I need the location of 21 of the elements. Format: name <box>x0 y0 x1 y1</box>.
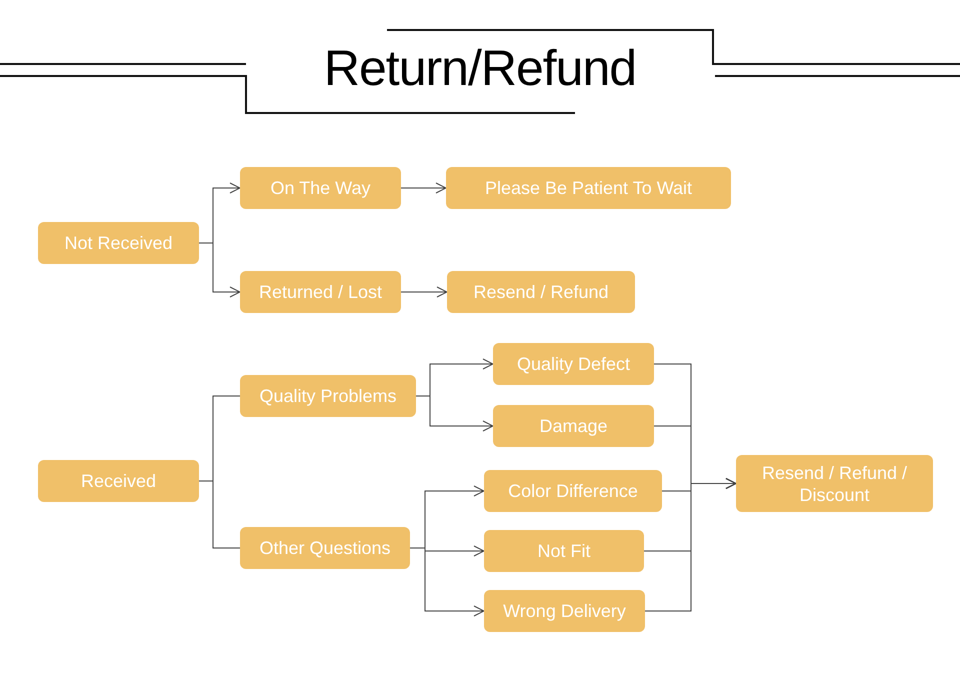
connector-arrow <box>400 286 448 298</box>
title: Return/Refund <box>322 39 638 98</box>
connector-arrow <box>400 182 446 194</box>
process-box: Quality Defect <box>493 343 654 385</box>
connector-arrow <box>198 242 240 298</box>
process-box: Returned / Lost <box>240 271 401 313</box>
process-box: Other Questions <box>240 527 410 569</box>
process-box: On The Way <box>240 167 401 209</box>
process-box: Resend / Refund / Discount <box>736 455 933 512</box>
connector-arrow <box>410 548 484 616</box>
process-box: Not Fit <box>484 530 644 572</box>
connector-arrow <box>644 478 736 612</box>
process-box: Quality Problems <box>240 375 416 417</box>
process-box: Please Be Patient To Wait <box>446 167 731 209</box>
connector-arrow <box>416 396 494 432</box>
process-box: Damage <box>493 405 654 447</box>
process-box: Color Difference <box>484 470 662 512</box>
process-box: Received <box>38 460 199 502</box>
process-box: Resend / Refund <box>447 271 635 313</box>
process-box: Not Received <box>38 222 199 264</box>
process-box: Wrong Delivery <box>484 590 645 632</box>
